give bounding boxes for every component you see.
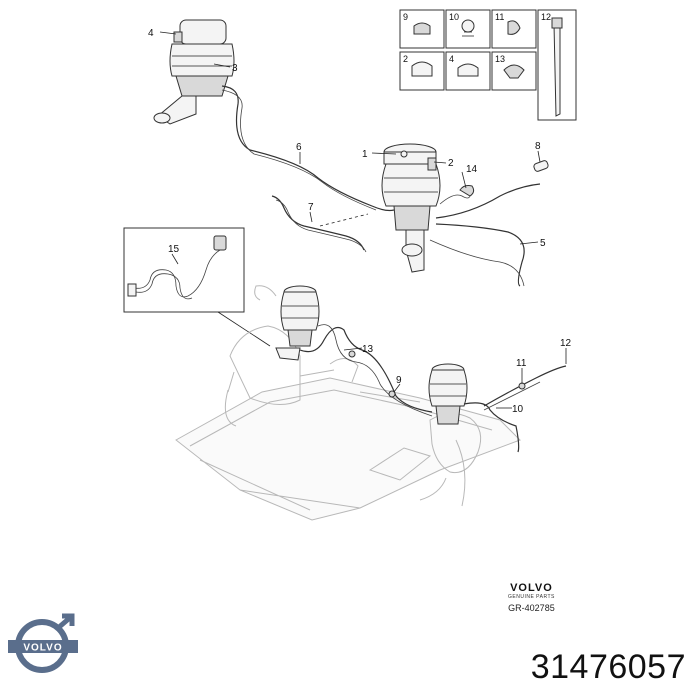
sensor-14 (459, 185, 475, 197)
kit-label-9: 9 (403, 12, 408, 22)
logo-text: VOLVO (23, 643, 62, 654)
kit-label-12: 12 (541, 12, 551, 22)
volvo-logo-icon: VOLVO (8, 613, 78, 673)
callout-2: 2 (448, 158, 454, 169)
brand-wordmark: VOLVO (510, 582, 553, 594)
part-number: 31476057 (530, 648, 686, 686)
kit-label-13: 13 (495, 54, 505, 64)
air-spring-lower-right (428, 363, 468, 425)
callout-15: 15 (168, 244, 180, 255)
air-spring-center (381, 143, 441, 273)
hardware-kit-box (399, 9, 577, 121)
fitting-8 (533, 160, 549, 172)
brand-block: VOLVO GENUINE PARTS GR-402785 (508, 582, 555, 613)
air-hose-6 (221, 85, 395, 212)
callout-10: 10 (512, 404, 524, 415)
air-hose-5 (435, 183, 541, 287)
callout-5: 5 (540, 238, 546, 249)
kit-label-4: 4 (449, 54, 454, 64)
cable-12 (483, 365, 567, 407)
callout-9: 9 (396, 375, 402, 386)
air-hose-lower (299, 327, 433, 413)
callout-7: 7 (308, 202, 314, 213)
callout-3: 3 (232, 63, 238, 74)
kit-label-2: 2 (403, 54, 408, 64)
air-spring-top-left (153, 19, 235, 125)
air-pipe-7 (271, 195, 365, 251)
callout-12: 12 (560, 338, 572, 349)
kit-label-11: 11 (495, 12, 504, 22)
air-spring-lower-left (275, 285, 320, 361)
brand-subtitle: GENUINE PARTS (508, 594, 555, 600)
callout-13: 13 (362, 344, 374, 355)
kit-label-10: 10 (449, 12, 459, 22)
inset-detail-15 (123, 227, 271, 347)
callout-4: 4 (148, 28, 154, 39)
leader-lines (159, 31, 567, 409)
callout-14: 14 (466, 164, 478, 175)
callout-11: 11 (516, 358, 527, 369)
callout-1: 1 (362, 149, 368, 160)
callout-8: 8 (535, 141, 541, 152)
subframe-ghost (175, 285, 521, 521)
document-reference: GR-402785 (508, 603, 555, 613)
callout-6: 6 (296, 142, 302, 153)
